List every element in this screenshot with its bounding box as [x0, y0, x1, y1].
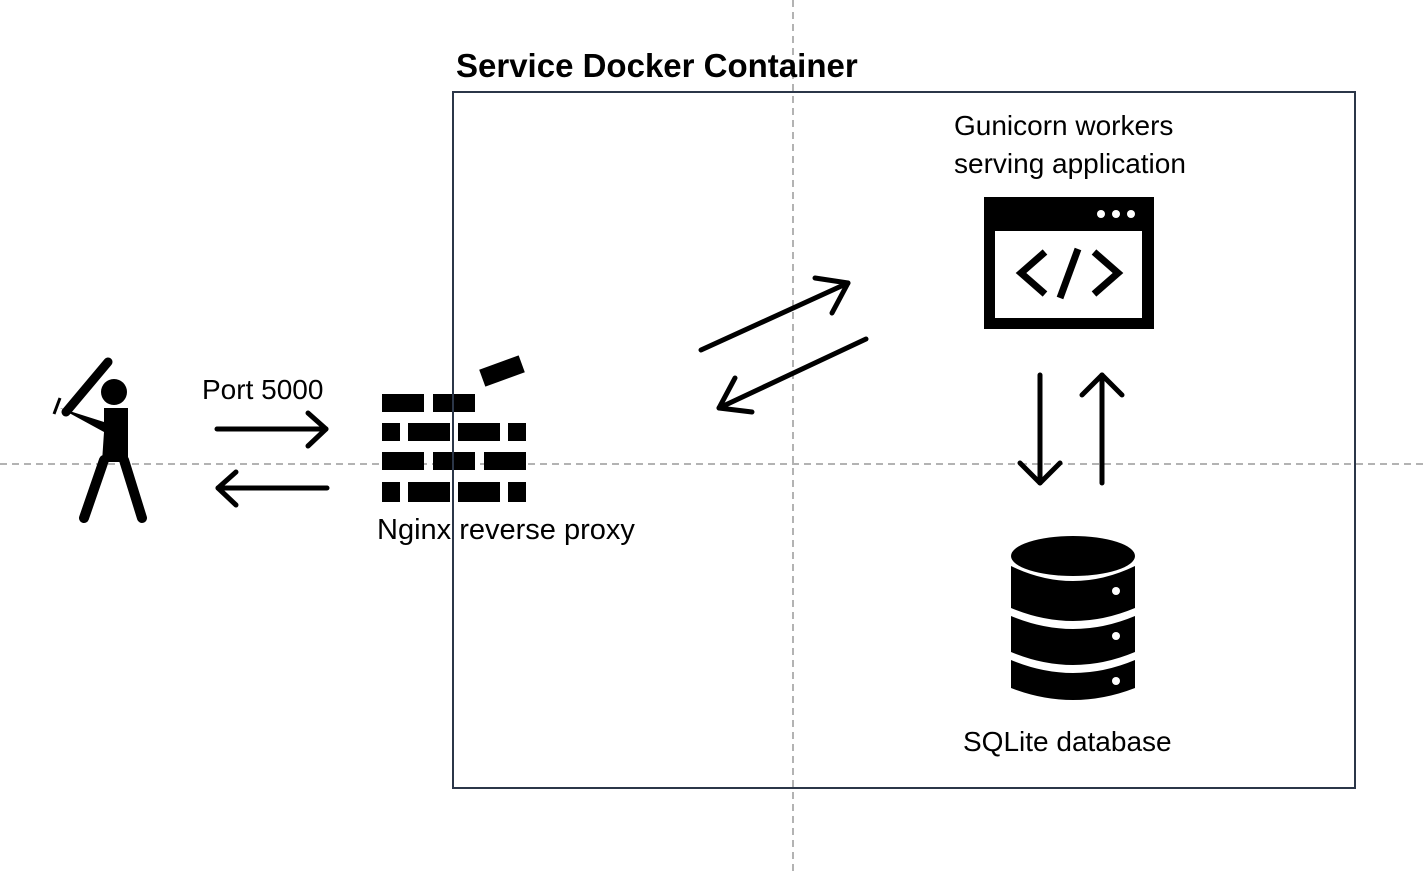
service-docker-container-box — [452, 91, 1356, 789]
response-arrow-to-proxy — [716, 336, 869, 415]
port-label: Port 5000 — [202, 374, 324, 405]
response-arrow-to-user — [215, 469, 330, 508]
container-title: Service Docker Container — [456, 47, 858, 84]
request-arrow-to-app — [698, 275, 851, 353]
sqlite-label: SQLite database — [963, 726, 1172, 757]
gunicorn-label: Gunicorn workers serving application — [954, 107, 1186, 183]
brick-wall-firewall-icon — [382, 355, 526, 502]
gunicorn-label-line2: serving application — [954, 148, 1186, 179]
nginx-label: Nginx reverse proxy — [377, 514, 635, 546]
baseball-batter-icon — [52, 357, 147, 523]
database-icon — [1011, 536, 1135, 700]
request-arrow-to-proxy — [214, 410, 329, 449]
gunicorn-label-line1: Gunicorn workers — [954, 110, 1174, 141]
result-arrow-to-app — [1079, 372, 1125, 486]
code-window-icon — [984, 197, 1154, 329]
query-arrow-to-database — [1017, 372, 1063, 486]
